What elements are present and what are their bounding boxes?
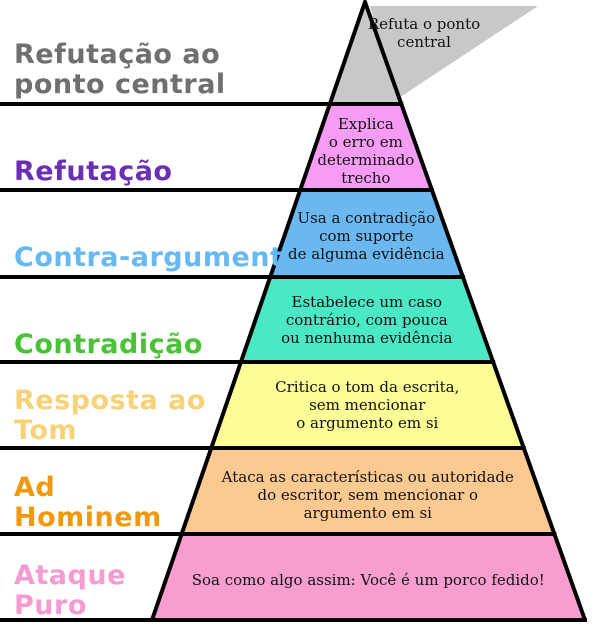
pyramid-level-4: [211, 362, 524, 448]
pyramid-level-3: [240, 277, 494, 362]
level-label-resposta-ao-tom: Resposta ao Tom: [14, 385, 206, 446]
level-desc-ataque-puro: Soa como algo assim: Você é um porco fed…: [191, 571, 545, 589]
level-label-refutacao-ponto-central: Refutação ao ponto central: [14, 39, 226, 100]
level-desc-contra-argumento: Usa a contradição com suporte de alguma …: [288, 209, 445, 263]
level-desc-contradicao: Estabelece um caso contrário, com pouca …: [281, 293, 453, 347]
level-label-refutacao: Refutação: [14, 156, 173, 187]
level-label-contradicao: Contradição: [14, 329, 203, 360]
level-desc-resposta-ao-tom: Critica o tom da escrita, sem mencionar …: [275, 378, 460, 432]
pyramid-level-2: [270, 190, 463, 277]
level-desc-refutacao: Explica o erro em determinado trecho: [317, 115, 415, 187]
level-label-contra-argumento: Contra-argumento: [14, 242, 303, 273]
level-label-ad-hominem: Ad Hominem: [14, 472, 162, 533]
pyramid-left-edge: [150, 0, 367, 622]
pyramid-level-0: [329, 2, 402, 104]
pyramid-level-5: [181, 448, 555, 534]
pyramid-level-1: [300, 104, 432, 190]
level-label-ataque-puro: Ataque Puro: [14, 560, 126, 621]
apex-callout-shape: [370, 6, 538, 100]
level-desc-refutacao-ponto-central: Refuta o ponto central: [367, 15, 481, 51]
level-desc-ad-hominem: Ataca as características ou autoridade d…: [221, 468, 514, 522]
pyramid-right-edge: [363, 0, 587, 622]
pyramid-level-6: [152, 534, 585, 620]
